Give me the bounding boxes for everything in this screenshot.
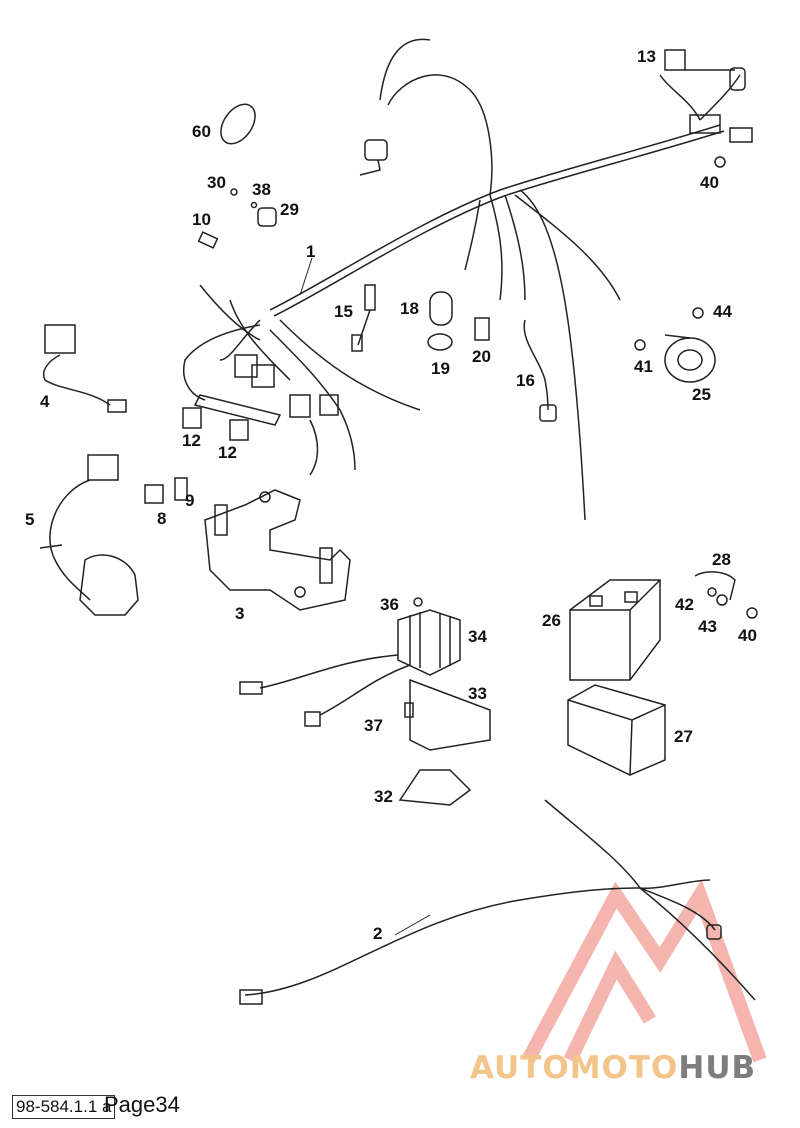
sensor-with-cable xyxy=(43,324,127,413)
main-wiring-harness xyxy=(183,38,753,521)
label-part-20: 20 xyxy=(472,347,491,366)
label-part-28: 28 xyxy=(712,550,731,569)
label-part-9: 9 xyxy=(185,491,195,510)
cable-28 xyxy=(694,571,736,601)
horn-25 xyxy=(664,334,716,383)
label-part-41: 41 xyxy=(634,357,653,376)
plug-15 xyxy=(351,284,376,352)
label-part-16: 16 xyxy=(516,371,535,390)
label-part-13: 13 xyxy=(637,47,656,66)
label-part-15: 15 xyxy=(334,302,353,321)
label-part-33: 33 xyxy=(468,684,487,703)
label-part-38: 38 xyxy=(252,180,271,199)
watermark-text: AUTOMOTOHUB xyxy=(470,1050,756,1086)
small-connectors-8-9 xyxy=(144,477,188,504)
watermark-text-part2: HUB xyxy=(678,1050,757,1086)
lower-wiring-harness xyxy=(239,799,756,1005)
diagram-code: 98-584.1.1 a xyxy=(12,1095,116,1119)
label-part-27: 27 xyxy=(674,727,693,746)
cable-tie-60 xyxy=(220,103,256,145)
label-part-3: 3 xyxy=(235,604,245,623)
label-part-44: 44 xyxy=(713,302,732,321)
label-part-29: 29 xyxy=(280,200,299,219)
page-number: Page34 xyxy=(104,1092,180,1117)
relays-12 xyxy=(182,407,249,441)
label-part-40b: 40 xyxy=(738,626,757,645)
sensor-16 xyxy=(523,319,557,422)
label-part-2: 2 xyxy=(373,924,383,943)
label-part-42: 42 xyxy=(675,595,694,614)
regulator-assembly xyxy=(239,597,491,806)
label-part-26: 26 xyxy=(542,611,561,630)
label-part-1: 1 xyxy=(306,242,316,261)
label-part-40a: 40 xyxy=(700,173,719,192)
label-part-18: 18 xyxy=(400,299,419,318)
label-part-5: 5 xyxy=(25,510,35,529)
connector-13 xyxy=(664,49,746,91)
screws xyxy=(634,156,758,619)
label-part-19: 19 xyxy=(431,359,450,378)
leader-lines xyxy=(299,257,431,936)
label-part-8: 8 xyxy=(157,509,167,528)
handlebar-switch xyxy=(39,454,139,616)
label-part-12a: 12 xyxy=(182,431,201,450)
label-part-12b: 12 xyxy=(218,443,237,462)
parts-18-19-20 xyxy=(427,291,490,351)
mounting-bracket xyxy=(204,489,351,611)
battery-26 xyxy=(569,579,661,681)
watermark-text-part1: AUTOMOTO xyxy=(470,1050,679,1086)
label-part-37: 37 xyxy=(364,716,383,735)
watermark-logo xyxy=(521,878,767,1064)
label-part-4: 4 xyxy=(40,392,50,411)
label-part-43: 43 xyxy=(698,617,717,636)
label-part-34: 34 xyxy=(468,627,487,646)
label-part-32: 32 xyxy=(374,787,393,806)
battery-box-27 xyxy=(567,684,666,776)
label-part-25: 25 xyxy=(692,385,711,404)
label-part-60: 60 xyxy=(192,122,211,141)
label-part-30: 30 xyxy=(207,173,226,192)
label-part-10: 10 xyxy=(192,210,211,229)
clips-29-30-38 xyxy=(230,188,277,227)
label-part-36: 36 xyxy=(380,595,399,614)
small-plug-10 xyxy=(197,231,219,249)
